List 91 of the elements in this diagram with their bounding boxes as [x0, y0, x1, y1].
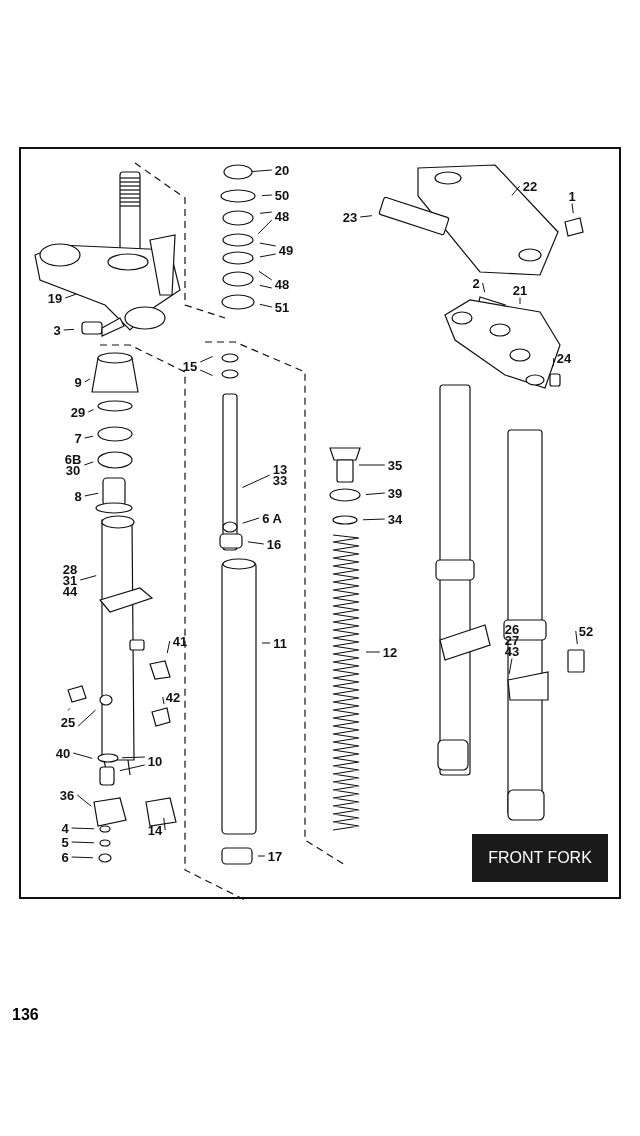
callout-number: 4: [61, 822, 69, 834]
callout-number: 2: [472, 277, 480, 289]
leader-line: [84, 435, 94, 439]
leader-line: [259, 284, 273, 289]
leader-line: [511, 185, 521, 196]
leader-line: [84, 378, 91, 383]
leader-line: [199, 355, 214, 363]
callout-number: 1: [568, 190, 576, 202]
leader-line: [508, 658, 513, 675]
callout-number: 6: [61, 851, 69, 863]
leader-line: [571, 203, 574, 214]
leader-line: [119, 764, 146, 772]
leader-line: [63, 328, 75, 331]
callout-numbers: 6B 30: [64, 454, 82, 476]
callout-number: 10: [147, 755, 163, 767]
callout-number: 20: [274, 164, 290, 176]
callout-number: 41: [172, 635, 188, 647]
callout-number: 35: [387, 459, 403, 471]
callout-number: 40: [55, 747, 71, 759]
callout-number: 11: [273, 637, 287, 649]
leader-line: [121, 756, 146, 759]
leader-line: [358, 464, 386, 466]
leader-line: [71, 827, 95, 830]
callout-numbers: 13 33: [272, 464, 288, 486]
leader-line: [242, 517, 260, 524]
leader-line: [84, 492, 99, 497]
leader-line: [163, 817, 166, 831]
leader-line: [552, 357, 555, 367]
callout-number: 7: [74, 432, 82, 444]
leader-line: [258, 270, 273, 281]
callout-number: 6 A: [262, 512, 282, 524]
leader-line: [259, 242, 277, 247]
leader-line: [257, 855, 266, 857]
leader-line: [247, 541, 265, 545]
callout-number: 14: [147, 824, 163, 836]
leader-line: [259, 253, 277, 258]
callout-number: 50: [274, 189, 290, 201]
callout-number: 3: [53, 324, 61, 336]
leader-line: [251, 169, 273, 173]
callout-number: 51: [274, 301, 290, 313]
callout-number: 34: [387, 513, 403, 525]
leader-line: [199, 369, 214, 377]
leader-line: [241, 474, 271, 488]
callout-number: 29: [70, 406, 86, 418]
callout-number: 23: [342, 211, 358, 223]
callout-number: 22: [522, 180, 538, 192]
leader-line: [575, 630, 578, 645]
leader-line: [365, 492, 386, 495]
callout-number: 39: [387, 487, 403, 499]
callout-number: 52: [578, 625, 594, 637]
leader-line: [261, 642, 271, 644]
callout-numbers: 28 31 44: [62, 563, 78, 597]
title-box: FRONT FORK: [472, 834, 608, 882]
leader-line: [87, 409, 95, 413]
callout-number: 5: [61, 836, 69, 848]
leader-line: [79, 575, 97, 581]
callout-number: 9: [74, 376, 82, 388]
leader-line: [482, 282, 486, 293]
leader-line: [362, 518, 386, 521]
callout-number: 49: [278, 244, 294, 256]
leader-line: [72, 752, 93, 759]
callout-number: 12: [382, 646, 398, 658]
leader-line: [77, 709, 97, 727]
callout-number: 15: [182, 360, 198, 372]
callout-number: 25: [60, 716, 76, 728]
callout-number: 24: [556, 352, 572, 364]
leader-line: [71, 841, 95, 844]
callout-number: 36: [59, 789, 75, 801]
leader-line: [365, 651, 381, 653]
callout-number: 48: [274, 210, 290, 222]
callout-number: 16: [266, 538, 282, 550]
callout-number: 19: [47, 292, 63, 304]
leader-line: [71, 856, 94, 859]
leader-line: [257, 219, 273, 235]
callout-number: 21: [512, 284, 528, 296]
leader-line: [83, 461, 94, 466]
leader-line: [519, 297, 521, 305]
callout-number: 42: [165, 691, 181, 703]
leader-line: [359, 215, 373, 218]
callout-number: 8: [74, 490, 82, 502]
leader-line: [67, 707, 71, 711]
leader-line: [162, 696, 165, 705]
callout-number: 17: [267, 850, 283, 862]
leader-line: [261, 194, 273, 197]
leader-line: [259, 211, 273, 214]
page-number: 136: [12, 1006, 39, 1024]
leader-line: [76, 794, 92, 807]
leader-line: [259, 303, 273, 308]
leader-line: [166, 640, 171, 654]
leader-line: [64, 293, 77, 299]
callout-number: 48: [274, 278, 290, 290]
